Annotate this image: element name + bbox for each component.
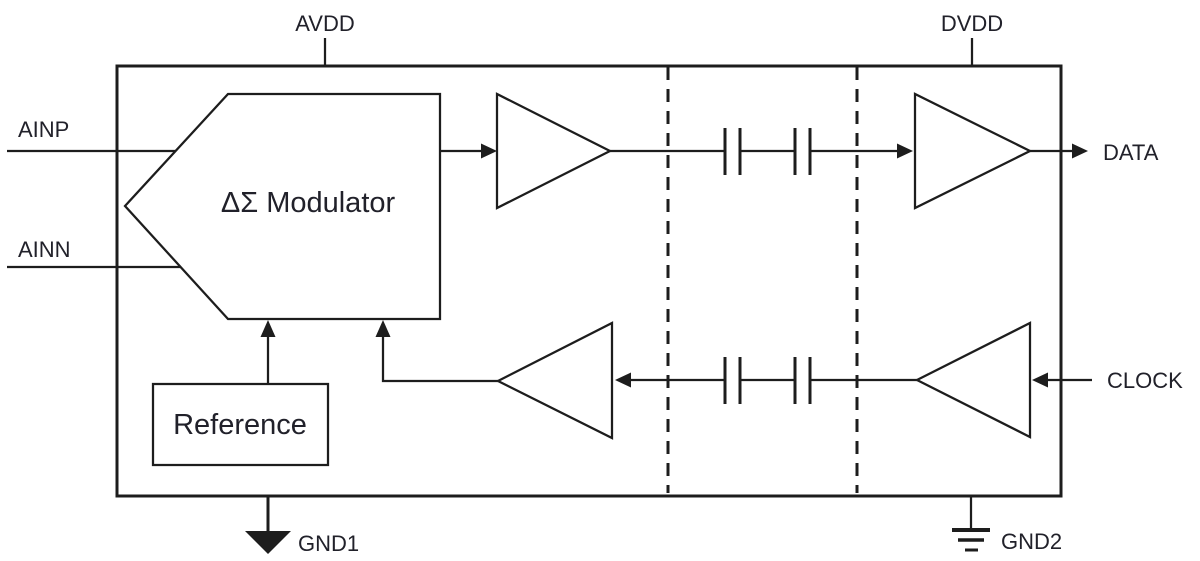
avdd-pin-label: AVDD — [295, 11, 355, 36]
up-arrowhead-icon — [260, 320, 276, 337]
reference-block-shape — [151, 382, 330, 467]
gnd1-pin-label: GND1 — [298, 531, 359, 556]
data-rx-buffer-icon — [913, 92, 1033, 210]
ainp-pin-label: AINP — [18, 117, 69, 142]
dvdd-pin-label: DVDD — [941, 11, 1003, 36]
clock-tx-buffer-icon — [495, 321, 614, 440]
right-arrowhead-icon — [1072, 143, 1088, 159]
up-arrowhead-icon — [375, 320, 391, 337]
clock-pin-label: CLOCK — [1107, 368, 1183, 393]
reference-block-label: Reference — [173, 409, 307, 441]
gnd1-ground-icon — [245, 531, 291, 554]
ainn-pin-label: AINN — [18, 237, 71, 262]
data-tx-buffer-icon — [495, 92, 613, 210]
chip-body-outline — [115, 64, 1063, 498]
left-arrowhead-icon — [1032, 372, 1048, 388]
modulator-block-label: ΔΣ Modulator — [221, 187, 396, 219]
right-arrowhead-icon — [481, 143, 497, 159]
data-pin-label: DATA — [1103, 140, 1159, 165]
clock-to-modulator-wire — [381, 335, 498, 383]
modulator-block-shape — [123, 92, 442, 321]
right-arrowhead-icon — [897, 143, 913, 159]
left-arrowhead-icon — [615, 372, 631, 388]
clock-rx-buffer-icon — [914, 321, 1032, 439]
gnd2-pin-label: GND2 — [1001, 529, 1062, 554]
